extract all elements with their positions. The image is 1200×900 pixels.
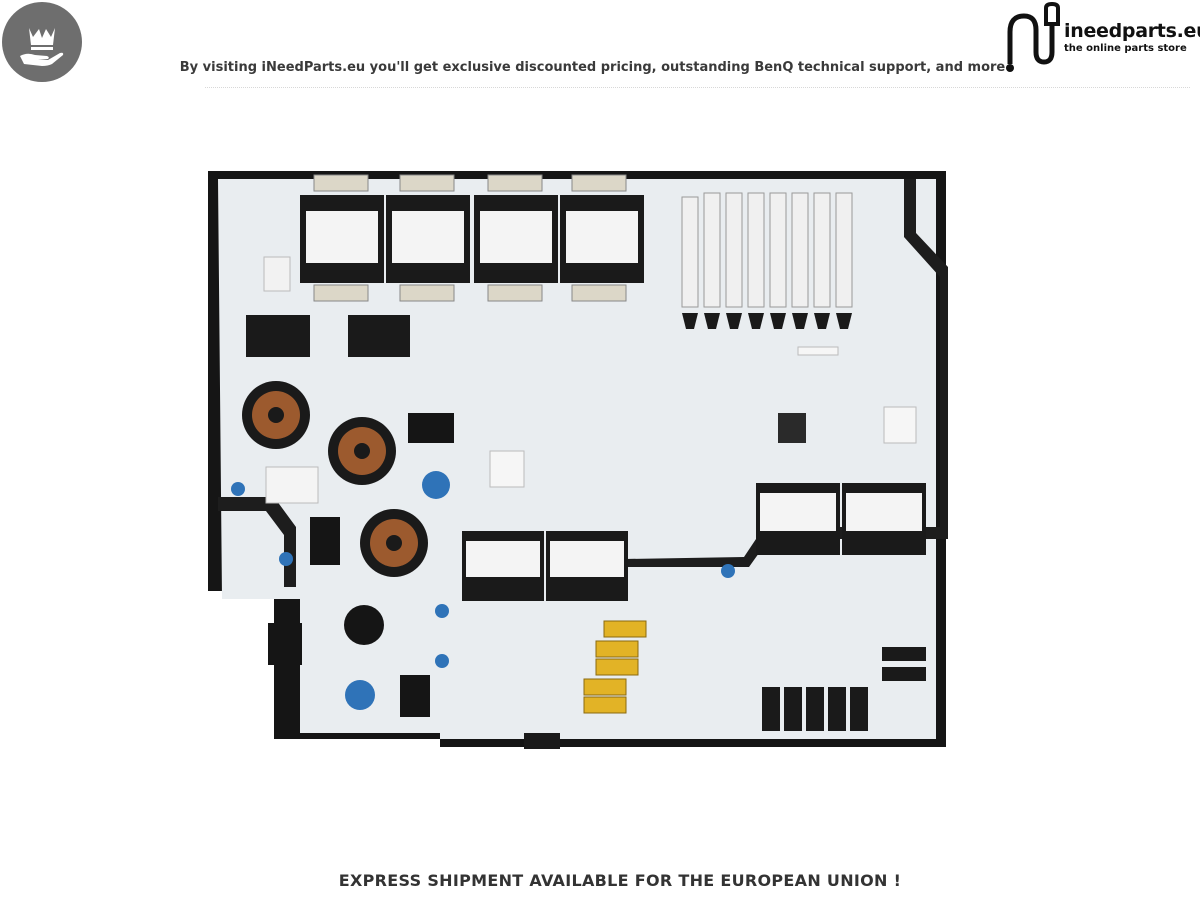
ineedparts-logo[interactable]: ineedparts.eu the online parts store: [1002, 2, 1200, 76]
power-supply-board-photo: [208, 171, 948, 749]
header-divider: [205, 87, 1190, 88]
plug-cable-logo-icon: [1006, 2, 1060, 72]
shipping-notice: EXPRESS SHIPMENT AVAILABLE FOR THE EUROP…: [338, 871, 902, 890]
logo-subtitle: the online parts store: [1064, 43, 1187, 54]
crown-hand-badge-icon: [2, 2, 82, 82]
promo-tagline: By visiting iNeedParts.eu you'll get exc…: [179, 60, 1006, 75]
logo-name: ineedparts.eu: [1064, 20, 1200, 42]
